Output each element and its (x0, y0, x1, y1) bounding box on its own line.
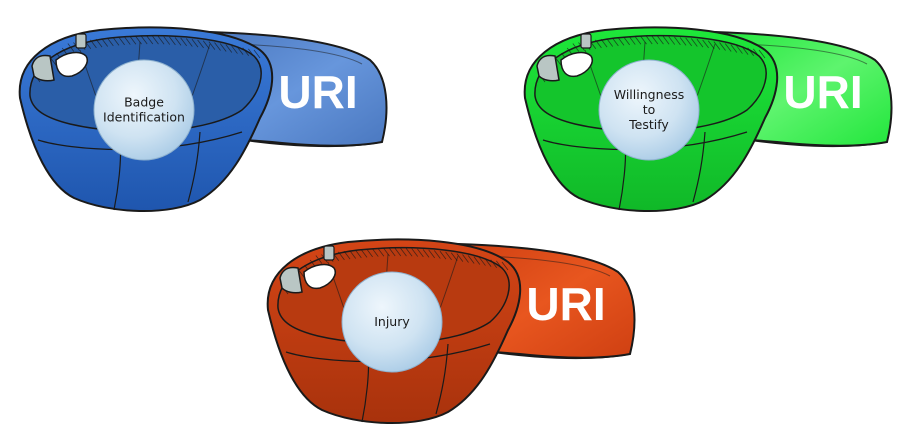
cap-strap (536, 54, 560, 82)
circle-label-line: Willingness (614, 87, 684, 102)
brim-label: URI (526, 278, 605, 330)
label-circle (93, 59, 195, 161)
cap-strap-hole (560, 51, 593, 78)
circle-label-line: to (643, 102, 656, 117)
cap-strap (31, 54, 55, 82)
cap-strap-hole (303, 263, 336, 290)
circle-label-line: Badge (124, 95, 164, 110)
circle-label-line: Testify (628, 117, 669, 132)
brim-label: URI (278, 66, 357, 118)
cap-strap-hole (55, 51, 88, 78)
brim-label: URI (783, 66, 862, 118)
cap-red: URI Injury (258, 232, 638, 432)
circle-label-line: Injury (374, 314, 410, 329)
cap-strap (279, 266, 303, 294)
label-circle (598, 59, 700, 161)
label-circle (341, 271, 443, 373)
cap-illustration: URI Injury (266, 238, 636, 424)
circle-label-line: Identification (103, 110, 185, 125)
